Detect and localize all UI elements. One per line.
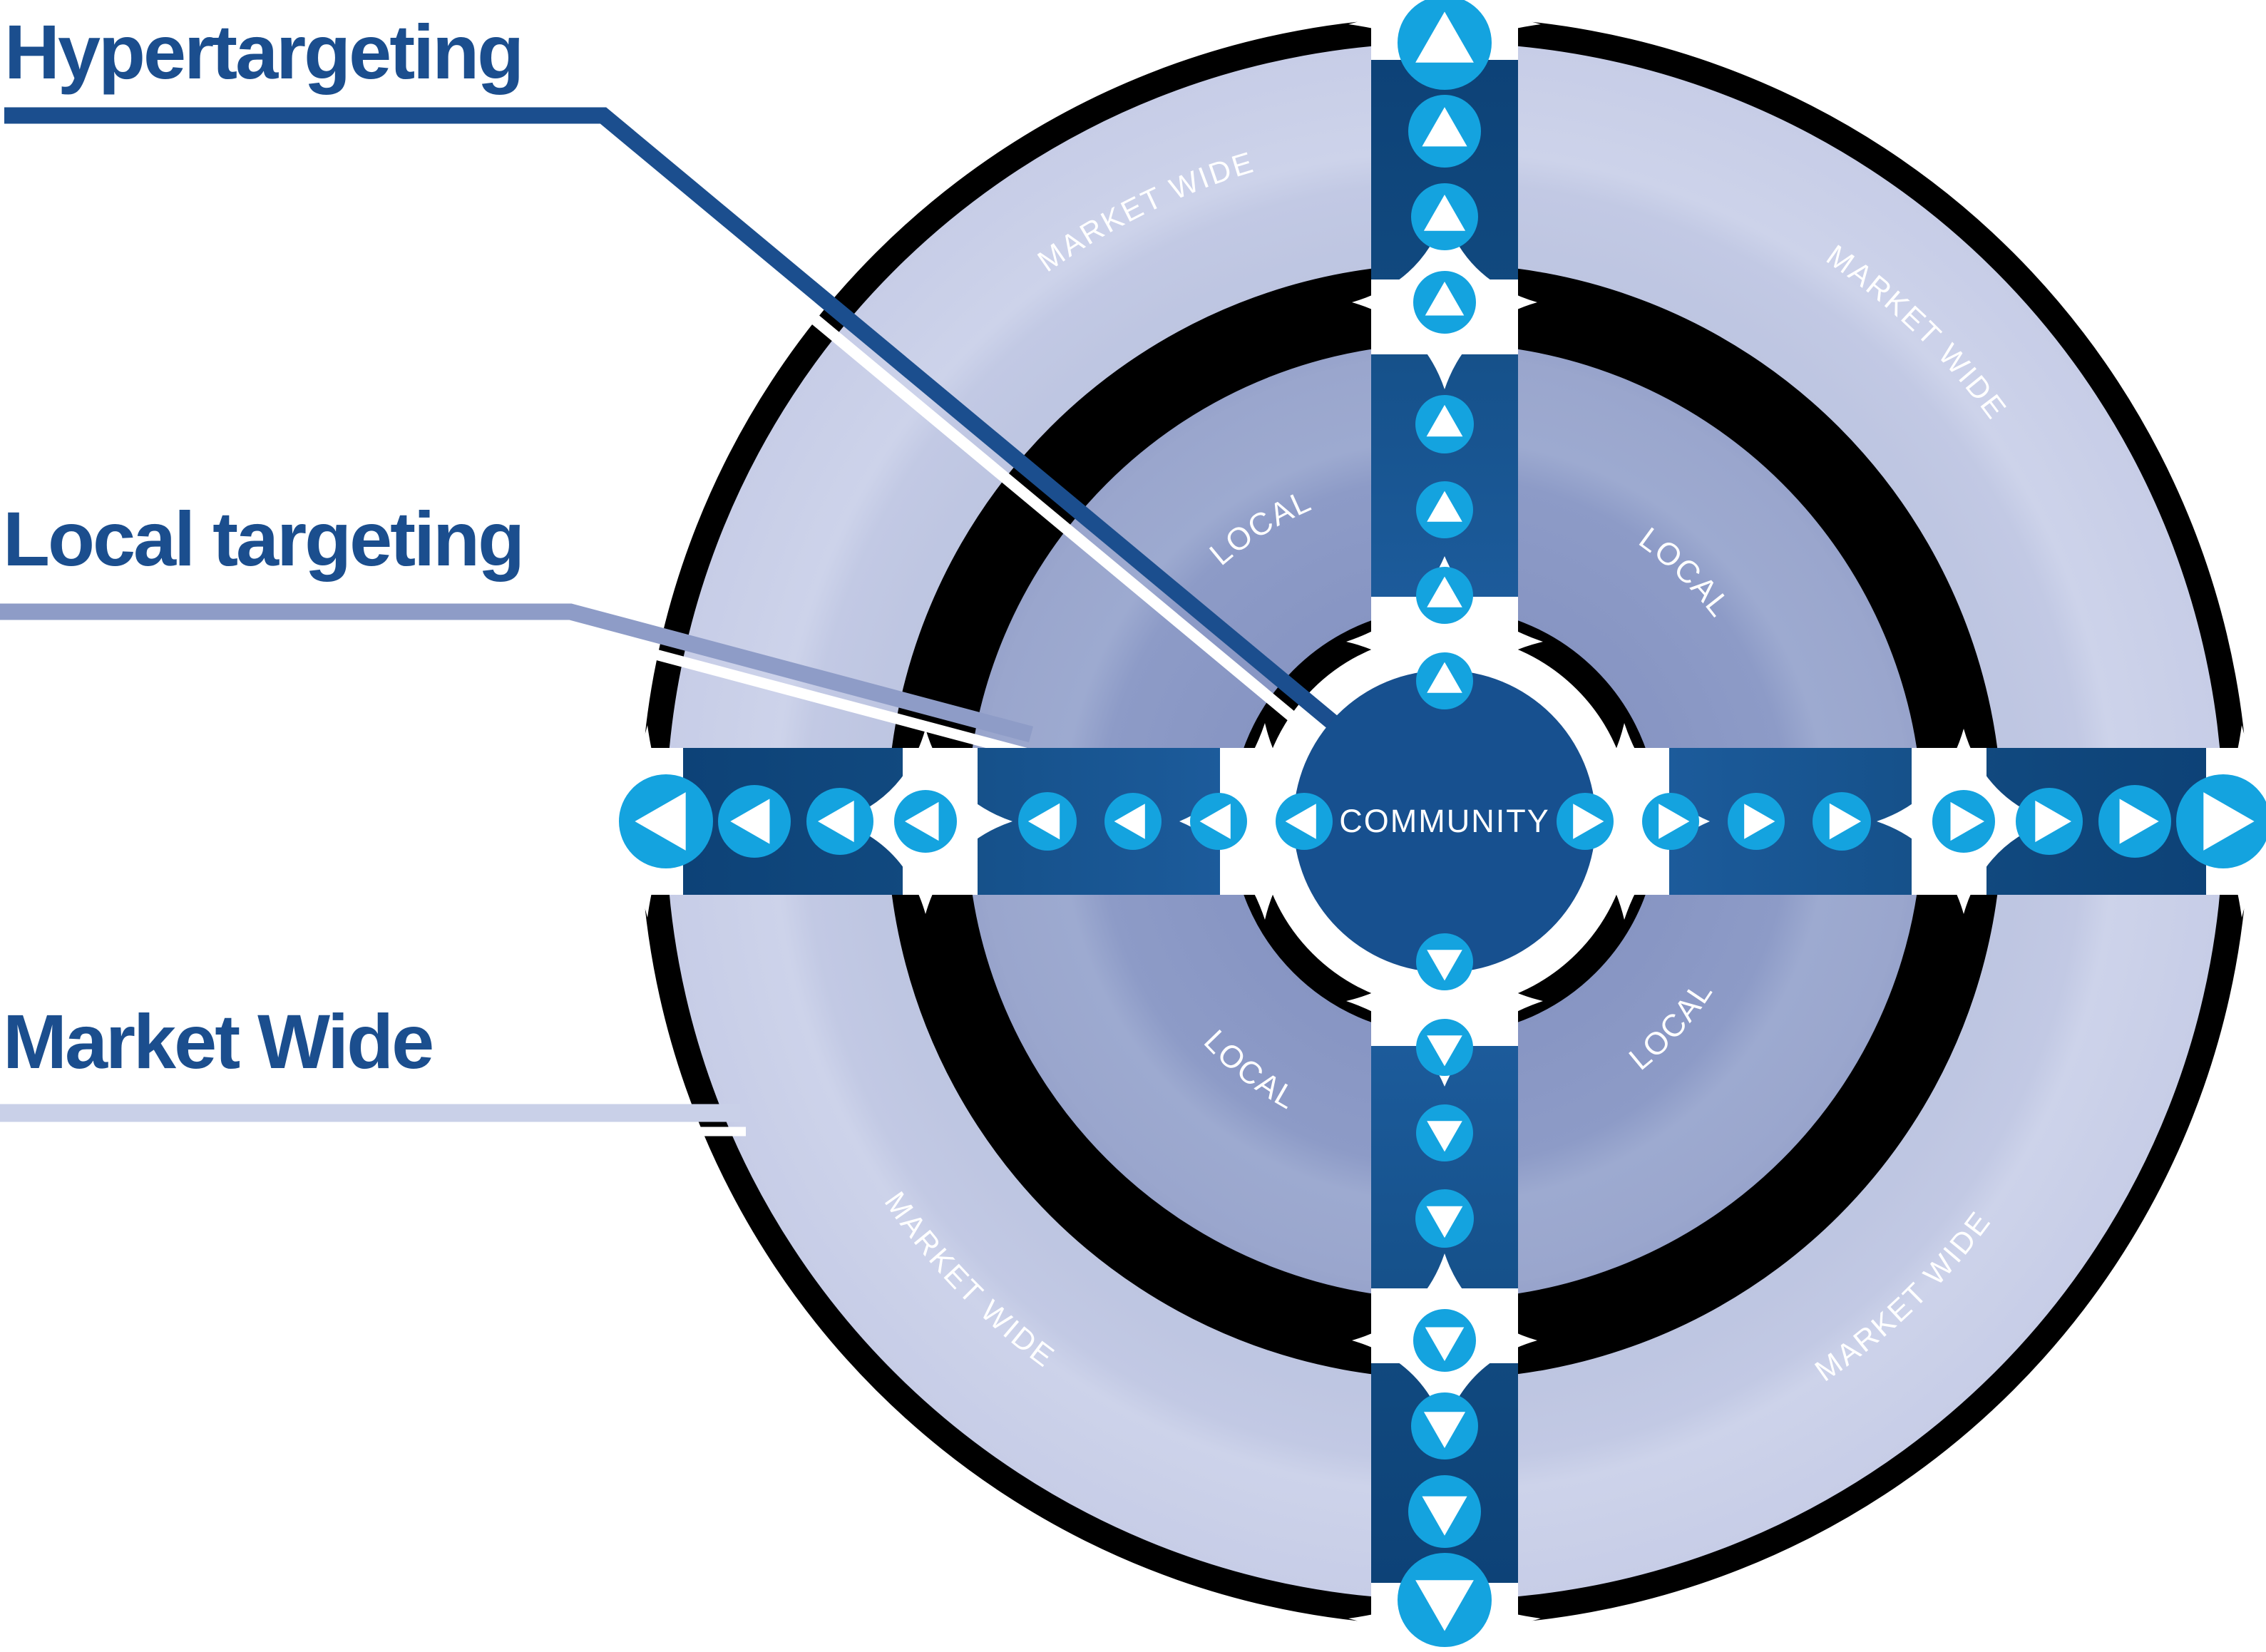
local-leader-shadow [563, 625, 1027, 759]
hypertargeting-leader-shadow [589, 130, 1352, 768]
leader-lines [0, 107, 1365, 1137]
hypertargeting-leader-line [4, 107, 1365, 751]
arrow-left-icon [1276, 793, 1333, 850]
market-wide-label: Market Wide [3, 998, 432, 1084]
local-leader-line [0, 603, 1033, 743]
arrow-down-icon [1416, 933, 1473, 990]
local-targeting-label: Local targeting [3, 496, 523, 582]
community-circle [1293, 670, 1596, 973]
hypertargeting-label: Hypertargeting [4, 9, 522, 95]
community-label: COMMUNITY [1339, 803, 1549, 839]
arrow-up-icon [1416, 652, 1473, 709]
arrow-right-icon [1557, 793, 1614, 850]
